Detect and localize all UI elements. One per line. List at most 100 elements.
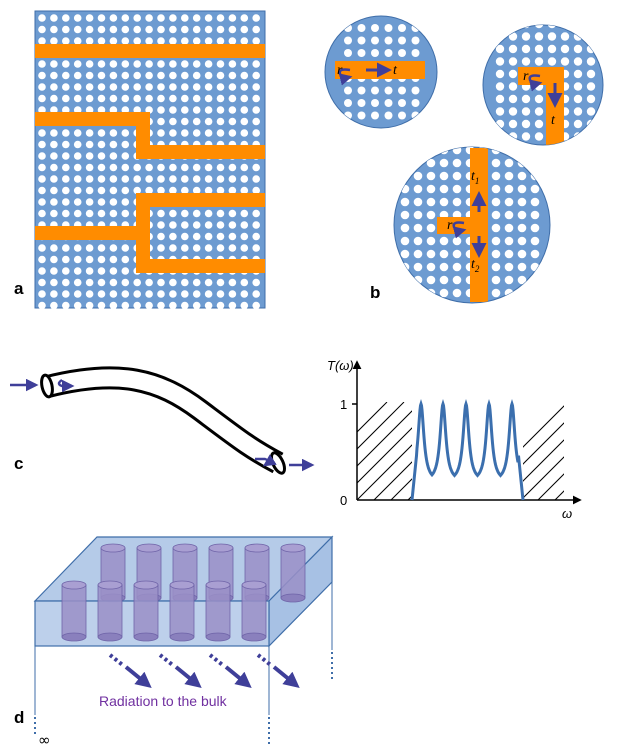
hatch-line <box>357 402 405 450</box>
crystal-hole <box>121 244 130 252</box>
crystal-hole <box>109 83 118 91</box>
crystal-hole <box>157 60 165 68</box>
crystal-hole <box>133 60 141 68</box>
radiation-caption: Radiation to the bulk <box>99 693 228 709</box>
crystal-hole <box>204 129 213 137</box>
crystal-hole <box>384 99 393 107</box>
crystal-hole <box>192 14 201 22</box>
hatch-line <box>390 478 412 500</box>
crystal-hole <box>133 106 141 114</box>
crystal-hole <box>491 147 501 155</box>
crystal-hole <box>109 152 118 160</box>
hatch-line <box>523 422 564 465</box>
crystal-hole <box>73 163 82 172</box>
crystal-hole <box>85 186 94 195</box>
crystal-hole <box>109 290 118 298</box>
crystal-hole <box>573 69 583 79</box>
crystal-hole <box>252 301 260 310</box>
crystal-hole <box>121 106 130 114</box>
radiation-arrow-tail <box>158 653 176 668</box>
crystal-hole <box>491 249 501 259</box>
crystal-hole <box>169 221 177 229</box>
crystal-hole <box>157 129 165 137</box>
crystal-hole <box>181 106 189 114</box>
crystal-hole <box>534 132 544 141</box>
crystal-hole <box>62 175 70 183</box>
crystal-hole <box>121 60 130 68</box>
crystal-hole <box>97 37 106 45</box>
crystal-hole <box>73 186 82 195</box>
crystal-hole <box>204 83 213 91</box>
crystal-hole <box>413 236 423 246</box>
crystal-hole <box>413 210 423 220</box>
crystal-hole <box>181 186 189 195</box>
crystal-hole <box>252 14 260 22</box>
crystal-hole <box>50 129 58 137</box>
crystal-hole <box>439 275 449 285</box>
radiation-arrow-tail <box>108 653 126 668</box>
crystal-hole <box>228 106 237 114</box>
crystal-hole <box>534 44 544 54</box>
crystal-hole <box>85 267 94 275</box>
crystal-hole <box>530 197 540 207</box>
crystal-hole <box>521 44 531 54</box>
crystal-hole <box>400 147 410 155</box>
crystal-hole <box>216 232 225 241</box>
crystal-hole <box>145 278 153 287</box>
crystal-hole <box>216 25 225 34</box>
crystal-hole <box>121 37 130 45</box>
crystal-hole <box>62 60 70 68</box>
crystal-hole <box>398 99 406 107</box>
crystal-hole <box>452 262 462 272</box>
crystal-hole <box>586 82 596 91</box>
crystal-hole <box>491 288 501 298</box>
crystal-hole <box>38 60 46 68</box>
crystal-hole <box>50 83 58 91</box>
crystal-hole <box>357 49 366 57</box>
crystal-hole <box>50 60 58 68</box>
crystal-hole <box>192 186 201 195</box>
rod-top <box>61 580 87 590</box>
crystal-hole <box>97 163 106 172</box>
crystal-hole <box>398 49 406 57</box>
crystal-hole <box>192 163 201 172</box>
crystal-hole <box>426 184 436 194</box>
hatch-line <box>523 439 564 482</box>
crystal-hole <box>85 163 94 172</box>
crystal-hole <box>50 106 58 114</box>
crystal-hole <box>109 60 118 68</box>
crystal-hole <box>62 244 70 252</box>
crystal-hole <box>85 278 94 287</box>
crystal-hole <box>50 290 58 298</box>
crystal-hole <box>573 25 583 29</box>
crystal-hole <box>62 278 70 287</box>
waveguide-a <box>35 44 265 273</box>
crystal-hole <box>384 111 393 120</box>
crystal-hole <box>121 129 130 137</box>
crystal-hole <box>50 14 58 22</box>
crystal-hole <box>508 25 518 29</box>
crystal-hole <box>228 83 237 91</box>
crystal-hole <box>133 278 141 287</box>
rod-bottom <box>97 632 123 642</box>
hatch-line <box>606 402 633 500</box>
crystal-hole <box>192 83 201 91</box>
crystal-hole <box>169 106 177 114</box>
rod <box>205 584 231 638</box>
crystal-hole <box>38 278 46 287</box>
crystal-hole <box>228 209 237 218</box>
radiation-arrow-tail <box>256 653 274 668</box>
crystal-hole <box>560 57 570 66</box>
crystal-hole <box>504 171 514 181</box>
hatch-line <box>357 402 388 433</box>
crystal-hole <box>145 290 153 298</box>
crystal-hole <box>400 249 410 259</box>
waveguide-segment-left-2 <box>35 226 150 240</box>
crystal-hole <box>439 158 449 168</box>
crystal-hole <box>73 175 82 183</box>
crystal-hole <box>344 36 352 45</box>
crystal-hole <box>73 37 82 45</box>
crystal-hole <box>62 267 70 275</box>
crystal-hole <box>181 221 189 229</box>
crystal-hole <box>504 288 514 298</box>
